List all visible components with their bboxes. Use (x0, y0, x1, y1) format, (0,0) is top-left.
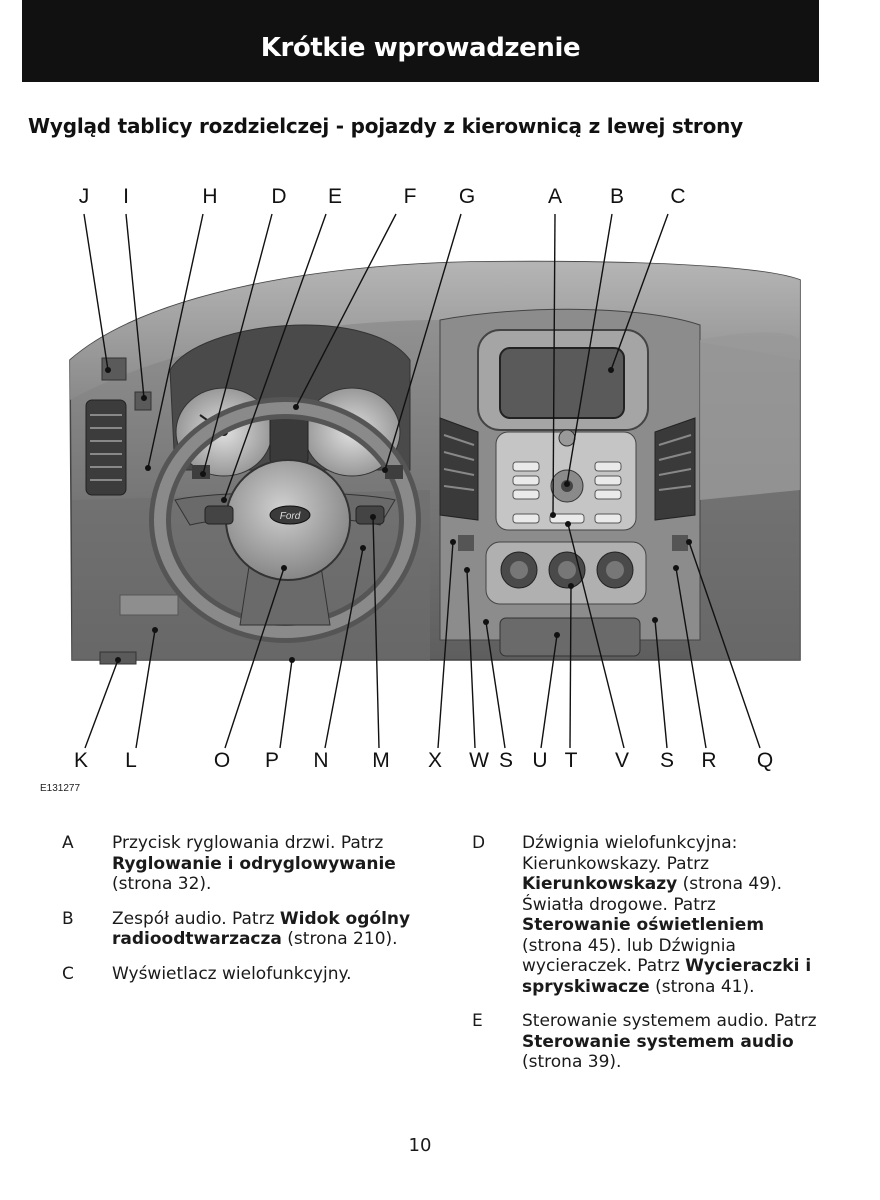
legend-right-column: D Dźwignia wielofunkcyjna: Kierunkowskaz… (472, 833, 822, 1087)
legend-text-segment: (strona 210). (282, 929, 398, 949)
legend-text-segment: (strona 39). (522, 1052, 621, 1072)
legend-text: Sterowanie systemem audio. Patrz Sterowa… (522, 1011, 822, 1073)
figure-id: E131277 (40, 783, 80, 794)
callout-w: W (469, 749, 489, 772)
legend-text-segment: (strona 32). (112, 874, 211, 894)
legend-entry-e: E Sterowanie systemem audio. Patrz Stero… (472, 1011, 822, 1073)
dashboard-illustration: Ford (0, 170, 880, 800)
legend-text-segment: Sterowanie systemem audio. Patrz (522, 1011, 817, 1031)
callout-j: J (79, 185, 90, 208)
cross-reference-link[interactable]: Kierunkowskazy (522, 874, 677, 894)
callout-b: B (610, 185, 624, 208)
legend-text: Dźwignia wielofunkcyjna: Kierunkowskazy.… (522, 833, 822, 997)
legend-letter: B (62, 909, 74, 930)
legend-text-segment: Wyświetlacz wielofunkcyjny. (112, 964, 352, 984)
callout-n: N (313, 749, 328, 772)
legend-entry-c: C Wyświetlacz wielofunkcyjny. (62, 964, 422, 985)
callout-e: E (328, 185, 342, 208)
callout-k: K (74, 749, 88, 772)
callout-v: V (615, 749, 629, 772)
header-bar: Krótkie wprowadzenie (22, 0, 819, 82)
dashboard-figure: Ford (0, 170, 880, 800)
page-number: 10 (0, 1135, 840, 1156)
legend-text: Zespół audio. Patrz Widok ogólny radiood… (112, 909, 422, 950)
cross-reference-link[interactable]: Sterowanie systemem audio (522, 1032, 794, 1052)
callout-t: T (565, 749, 578, 772)
callout-l: L (125, 749, 137, 772)
legend-left-column: A Przycisk ryglowania drzwi. Patrz Ryglo… (62, 833, 422, 998)
center-console (440, 309, 700, 656)
legend-text-segment: Przycisk ryglowania drzwi. Patrz (112, 833, 383, 853)
legend-text-segment: Dźwignia wielofunkcyjna: Kierunkowskazy.… (522, 833, 737, 874)
legend-entry-b: B Zespół audio. Patrz Widok ogólny radio… (62, 909, 422, 950)
callout-u: U (532, 749, 547, 772)
cross-reference-link[interactable]: Sterowanie oświetleniem (522, 915, 764, 935)
cross-reference-link[interactable]: Ryglowanie i odryglowywanie (112, 854, 396, 874)
callout-f: F (404, 185, 417, 208)
callout-a: A (548, 185, 562, 208)
section-title: Wygląd tablicy rozdzielczej - pojazdy z … (28, 114, 743, 138)
top-callouts: J I H D E F G A B C (79, 185, 686, 208)
legend-letter: A (62, 833, 74, 854)
callout-d: D (271, 185, 286, 208)
callout-x: X (428, 749, 442, 772)
callout-g: G (459, 185, 475, 208)
callout-h: H (202, 185, 217, 208)
legend-text: Wyświetlacz wielofunkcyjny. (112, 964, 422, 985)
legend-entry-a: A Przycisk ryglowania drzwi. Patrz Ryglo… (62, 833, 422, 895)
callout-p: P (265, 749, 279, 772)
page-header-title: Krótkie wprowadzenie (22, 33, 819, 63)
callout-c: C (670, 185, 685, 208)
legend-letter: E (472, 1011, 483, 1032)
callout-s-left: S (499, 749, 513, 772)
legend-text-segment: (strona 41). (650, 977, 755, 997)
callout-o: O (214, 749, 230, 772)
legend-letter: D (472, 833, 485, 854)
ford-logo: Ford (280, 511, 301, 522)
legend-entry-d: D Dźwignia wielofunkcyjna: Kierunkowskaz… (472, 833, 822, 997)
callout-i: I (123, 185, 129, 208)
callout-q: Q (757, 749, 773, 772)
legend-letter: C (62, 964, 74, 985)
right-dash (700, 333, 800, 501)
callout-s-right: S (660, 749, 674, 772)
callout-r: R (701, 749, 716, 772)
bottom-callouts: K L O P N M X W S U T V S R Q (74, 749, 773, 772)
callout-m: M (372, 749, 390, 772)
legend-text: Przycisk ryglowania drzwi. Patrz Ryglowa… (112, 833, 422, 895)
legend-text-segment: Zespół audio. Patrz (112, 909, 280, 929)
